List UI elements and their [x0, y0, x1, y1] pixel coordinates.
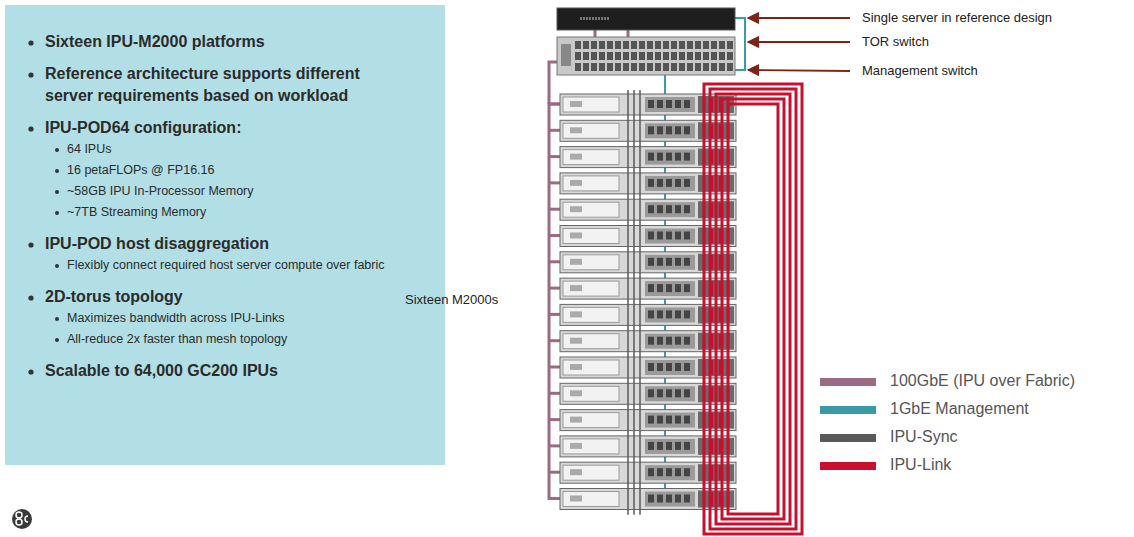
legend-text: IPU-Sync [890, 428, 958, 446]
bullet-dot [53, 188, 61, 196]
bullet-item: ~58GB IPU In-Processor Memory [67, 181, 439, 202]
leader-arrow [748, 41, 850, 43]
legend-text: 100GbE (IPU over Fabric) [890, 372, 1075, 390]
legend-text: 1GbE Management [890, 400, 1029, 418]
leader-arrow [748, 17, 850, 19]
bullet-dot [27, 294, 35, 302]
bullet-row: IPU-POD64 configuration: [5, 117, 445, 139]
bullet-row: ~7TB Streaming Memory [5, 202, 445, 223]
bullet-row: Sixteen IPU-M2000 platforms [5, 31, 445, 53]
bullet-item: Flexibly connect required host server co… [67, 255, 439, 276]
bullet-heading: IPU-POD64 configuration: [45, 117, 375, 139]
bullet-heading: 2D-torus topology [45, 286, 375, 308]
bullet-row: Flexibly connect required host server co… [5, 255, 445, 276]
bullet-dot [27, 39, 35, 47]
bullet-heading: Scalable to 64,000 GC200 IPUs [45, 360, 375, 382]
bullet-dot [27, 368, 35, 376]
group-label: Sixteen M2000s [405, 292, 498, 307]
bullet-row: 16 petaFLOPs @ FP16.16 [5, 160, 445, 181]
bullet-dot [53, 209, 61, 217]
legend-swatch [820, 406, 876, 414]
bullet-row: 64 IPUs [5, 139, 445, 160]
callout-label: Single server in reference design [862, 10, 1052, 25]
rack [549, 8, 802, 534]
bullet-item: ~7TB Streaming Memory [67, 202, 439, 223]
bullet-row: IPU-POD host disaggregation [5, 233, 445, 255]
bullet-dot [53, 167, 61, 175]
bullet-heading: Reference architecture supports differen… [45, 63, 375, 107]
legend-swatch [820, 434, 876, 442]
bullet-dot [27, 125, 35, 133]
bullet-item: 64 IPUs [67, 139, 439, 160]
legend-text: IPU-Link [890, 456, 951, 474]
bullet-heading: Sixteen IPU-M2000 platforms [45, 31, 375, 53]
bullet-dot [53, 336, 61, 344]
bullet-row: ~58GB IPU In-Processor Memory [5, 181, 445, 202]
legend-swatch [820, 378, 876, 386]
bullet-row: Reference architecture supports differen… [5, 63, 445, 107]
bullet-dot [27, 71, 35, 79]
logo [12, 509, 32, 529]
feature-panel: Sixteen IPU-M2000 platformsReference arc… [5, 5, 445, 465]
bullet-item: 16 petaFLOPs @ FP16.16 [67, 160, 439, 181]
bullet-heading: IPU-POD host disaggregation [45, 233, 375, 255]
leader-arrow [748, 70, 850, 71]
bullet-row: Maximizes bandwidth across IPU-Links [5, 308, 445, 329]
bullet-row: All-reduce 2x faster than mesh topology [5, 329, 445, 350]
callout-label: Management switch [862, 63, 978, 78]
legend-swatch [820, 462, 876, 470]
bullet-row: 2D-torus topology [5, 286, 445, 308]
callout-label: TOR switch [862, 34, 929, 49]
bullet-item: Maximizes bandwidth across IPU-Links [67, 308, 439, 329]
bullet-row: Scalable to 64,000 GC200 IPUs [5, 360, 445, 382]
bullet-dot [53, 146, 61, 154]
bullet-dot [53, 262, 61, 270]
bullet-dot [53, 315, 61, 323]
bullet-item: All-reduce 2x faster than mesh topology [67, 329, 439, 350]
bullet-dot [27, 241, 35, 249]
